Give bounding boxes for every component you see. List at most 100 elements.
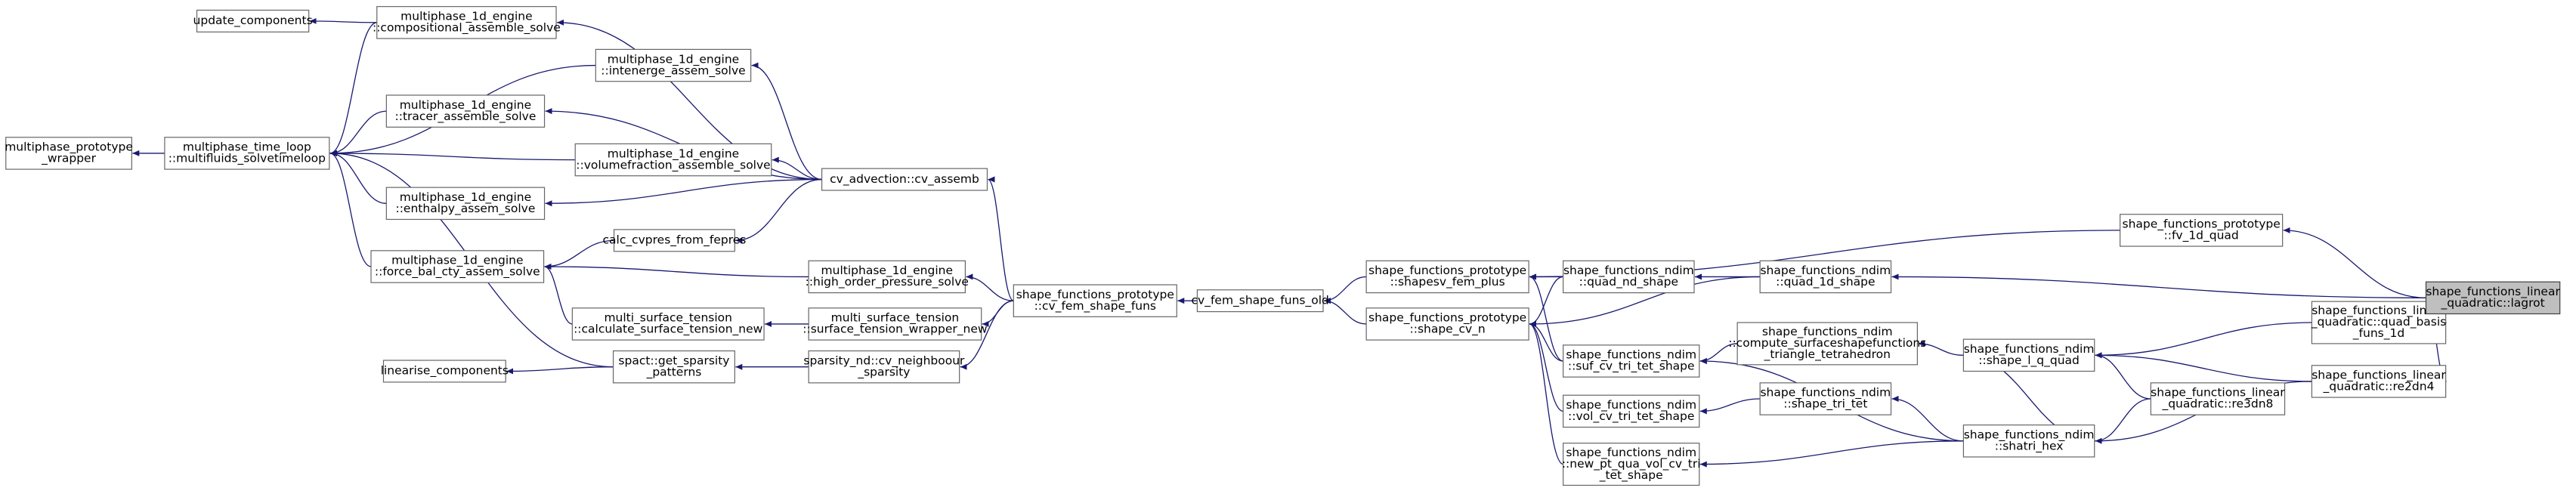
edge-quad-nd-shape-to-shape-cv-n [1529,276,1563,327]
edge-re2dn4-to-shape-l-q-quad [2095,352,2312,382]
node-label-line: _patterns [646,365,702,379]
node-cv-fem-shape-funs-old[interactable]: cv_fem_shape_funs_old [1192,289,1329,313]
node-label-line: ::intenerge_assem_solve [601,63,745,78]
node-label-line: multiphase_1d_engine [608,147,739,161]
node-label-line: shape_functions_linear [2151,386,2285,400]
node-box [2311,365,2447,398]
edge-lagrot-to-quad-1d-shape [1891,273,2426,298]
edge-volumefraction-assemble-solve-to-multiphase-time-loop [329,150,576,161]
node-enthalpy-assem-solve[interactable]: multiphase_1d_engine::enthalpy_assem_sol… [385,187,546,221]
node-force-bal-cty-assem-solve[interactable]: multiphase_1d_engine::force_bal_cty_asse… [370,250,545,283]
node-label-line: shape_functions_prototype [1368,264,1526,278]
node-vol-cv-tri-tet-shape[interactable]: shape_functions_ndim::vol_cv_tri_tet_sha… [1563,394,1700,428]
node-quad-basis-funs-1d[interactable]: shape_functions_linear_quadratic::quad_b… [2311,301,2447,344]
node-compositional-assemble-solve[interactable]: multiphase_1d_engine::compositional_asse… [373,6,561,39]
node-label-line: multiphase_1d_engine [608,52,739,66]
node-cv-neighboour-sparsity[interactable]: sparsity_nd::cv_neighboour_sparsity [803,350,965,384]
edge-cv-fem-shape-funs-to-cv-assemb [987,176,1014,301]
node-re3dn8[interactable]: shape_functions_linear_quadratic::re3dn8 [2150,382,2285,415]
node-label-line: ::shape_cv_n [1410,323,1486,337]
node-box [1563,394,1700,428]
edge-suf-cv-tri-tet-shape-to-shapesv-fem-plus [1529,273,1563,362]
node-label-line: _quadratic::re2dn4 [2323,380,2435,394]
edge-cv-assemb-to-compositional-assemble-solve [557,19,822,181]
edge-cv-assemb-to-calc-cvpres-from-fepres [735,178,822,244]
node-shape-l-q-quad[interactable]: shape_functions_ndim::shape_l_q_quad [1962,338,2095,372]
node-multiphase-time-loop[interactable]: multiphase_time_loop::multifluids_solvet… [164,137,330,170]
node-shatri-hex[interactable]: shape_functions_ndim::shatri_hex [1962,425,2095,458]
node-shapesv-fem-plus[interactable]: shape_functions_prototype::shapesv_fem_p… [1365,260,1529,294]
node-box [164,137,330,170]
node-label-line: ::cv_fem_shape_funs [1034,299,1156,313]
node-box [1563,443,1700,486]
node-update-components[interactable]: update_components [193,9,313,32]
node-box [385,94,546,128]
node-label-line: shape_functions_prototype [1016,288,1174,302]
edge-re3dn8-to-shape-l-q-quad [2095,352,2151,400]
edge-get-sparsity-patterns-to-linearise-components [506,366,614,375]
node-label-line: _quadratic::lagrot [2440,296,2544,310]
node-new-pt-qua-vol-cv-tri-tet-shape[interactable]: shape_functions_ndim::new_pt_qua_vol_cv_… [1562,443,1701,486]
node-linearise-components[interactable]: linearise_components [381,360,509,383]
node-box [1759,382,1892,415]
node-box [595,48,752,82]
node-box [1962,338,2095,372]
node-lagrot[interactable]: shape_functions_linear_quadratic::lagrot [2425,281,2560,315]
node-tracer-assemble-solve[interactable]: multiphase_1d_engine::tracer_assemble_so… [385,94,546,128]
node-box [370,250,545,283]
node-box [571,307,765,341]
node-shape-cv-n[interactable]: shape_functions_prototype::shape_cv_n [1365,307,1529,341]
node-label-line: shape_functions_prototype [1368,311,1526,326]
node-label-line: ::compositional_assemble_solve [373,21,561,36]
node-label-line: shape_functions_ndim [1760,264,1891,278]
node-label-line: ::vol_cv_tri_tet_shape [1568,409,1694,424]
node-label-line: multi_surface_tension [604,311,732,326]
edge-tracer-assemble-solve-to-multiphase-time-loop [329,110,387,156]
node-re2dn4[interactable]: shape_functions_linear_quadratic::re2dn4 [2311,365,2447,398]
node-label-line: _wrapper [41,152,97,166]
node-label-line: update_components [193,14,313,28]
edge-vol-cv-tri-tet-shape-to-shape-cv-n [1529,321,1563,412]
node-label-line: multiphase_time_loop [183,140,311,155]
node-box [1013,284,1177,317]
node-quad-1d-shape[interactable]: shape_functions_ndim::quad_1d_shape [1759,260,1892,294]
node-label-line: ::fv_1d_quad [2164,229,2239,243]
node-volumefraction-assemble-solve[interactable]: multiphase_1d_engine::volumefraction_ass… [574,143,772,177]
node-get-sparsity-patterns[interactable]: spact::get_sparsity_patterns [612,350,735,384]
node-cv-assemb[interactable]: cv_advection::cv_assemb [821,168,988,191]
edge-re3dn8-to-shatri-hex [2095,398,2151,444]
node-label-line: ::shape_tri_tet [1783,397,1867,412]
node-label-line: _sparsity [857,365,910,379]
node-fv-1d-quad[interactable]: shape_functions_prototype::fv_1d_quad [2120,214,2284,247]
node-label-line: multiphase_1d_engine [400,10,532,24]
node-label-line: shape_functions_linear [2312,304,2446,318]
node-suf-cv-tri-tet-shape[interactable]: shape_functions_ndim::suf_cv_tri_tet_sha… [1563,344,1700,378]
node-cv-fem-shape-funs[interactable]: shape_functions_prototype::cv_fem_shape_… [1013,284,1177,317]
edge-cv-assemb-to-intenerge-assem-solve [751,62,822,181]
node-label-line: _tet_shape [1599,468,1663,483]
node-box [1563,344,1700,378]
node-label-line: cv_fem_shape_funs_old [1192,293,1329,307]
node-label-line: ::quad_nd_shape [1579,275,1678,289]
node-high-order-pressure-solve[interactable]: multiphase_1d_engine::high_order_pressur… [806,260,969,294]
node-multiphase-prototype-wrapper[interactable]: multiphase_prototype_wrapper [5,137,133,170]
edge-lagrot-to-fv-1d-quad [2283,227,2426,298]
node-label-line: _quadratic::quad_basis [2311,315,2447,329]
node-calc-cvpres-from-fepres[interactable]: calc_cvpres_from_fepres [603,229,747,252]
node-box [196,9,310,32]
node-calculate-surface-tension-new[interactable]: multi_surface_tension::calculate_surface… [571,307,765,341]
node-box [1365,307,1529,341]
node-label-line: ::compute_surfaceshapefunctions [1728,336,1926,350]
node-box [1563,260,1695,294]
node-label-line: multiphase_1d_engine [400,98,531,113]
edge-calculate-surface-tension-new-to-force-bal-cty-assem-solve [544,264,573,325]
edge-shape-cv-n-to-cv-fem-shape-funs-old [1323,298,1367,325]
node-quad-nd-shape[interactable]: shape_functions_ndim::quad_nd_shape [1563,260,1695,294]
node-label-line: multiphase_1d_engine [821,264,953,278]
node-intenerge-assem-solve[interactable]: multiphase_1d_engine::intenerge_assem_so… [595,48,752,82]
node-shape-tri-tet[interactable]: shape_functions_ndim::shape_tri_tet [1759,382,1892,415]
edge-compositional-assemble-solve-to-update-components [309,17,377,24]
node-surface-tension-wrapper-new[interactable]: multi_surface_tension::surface_tension_w… [802,307,988,341]
node-compute-surfaceshapefunctions[interactable]: shape_functions_ndim::compute_surfacesha… [1728,322,1926,366]
node-label-line: ::shatri_hex [1995,439,2064,453]
